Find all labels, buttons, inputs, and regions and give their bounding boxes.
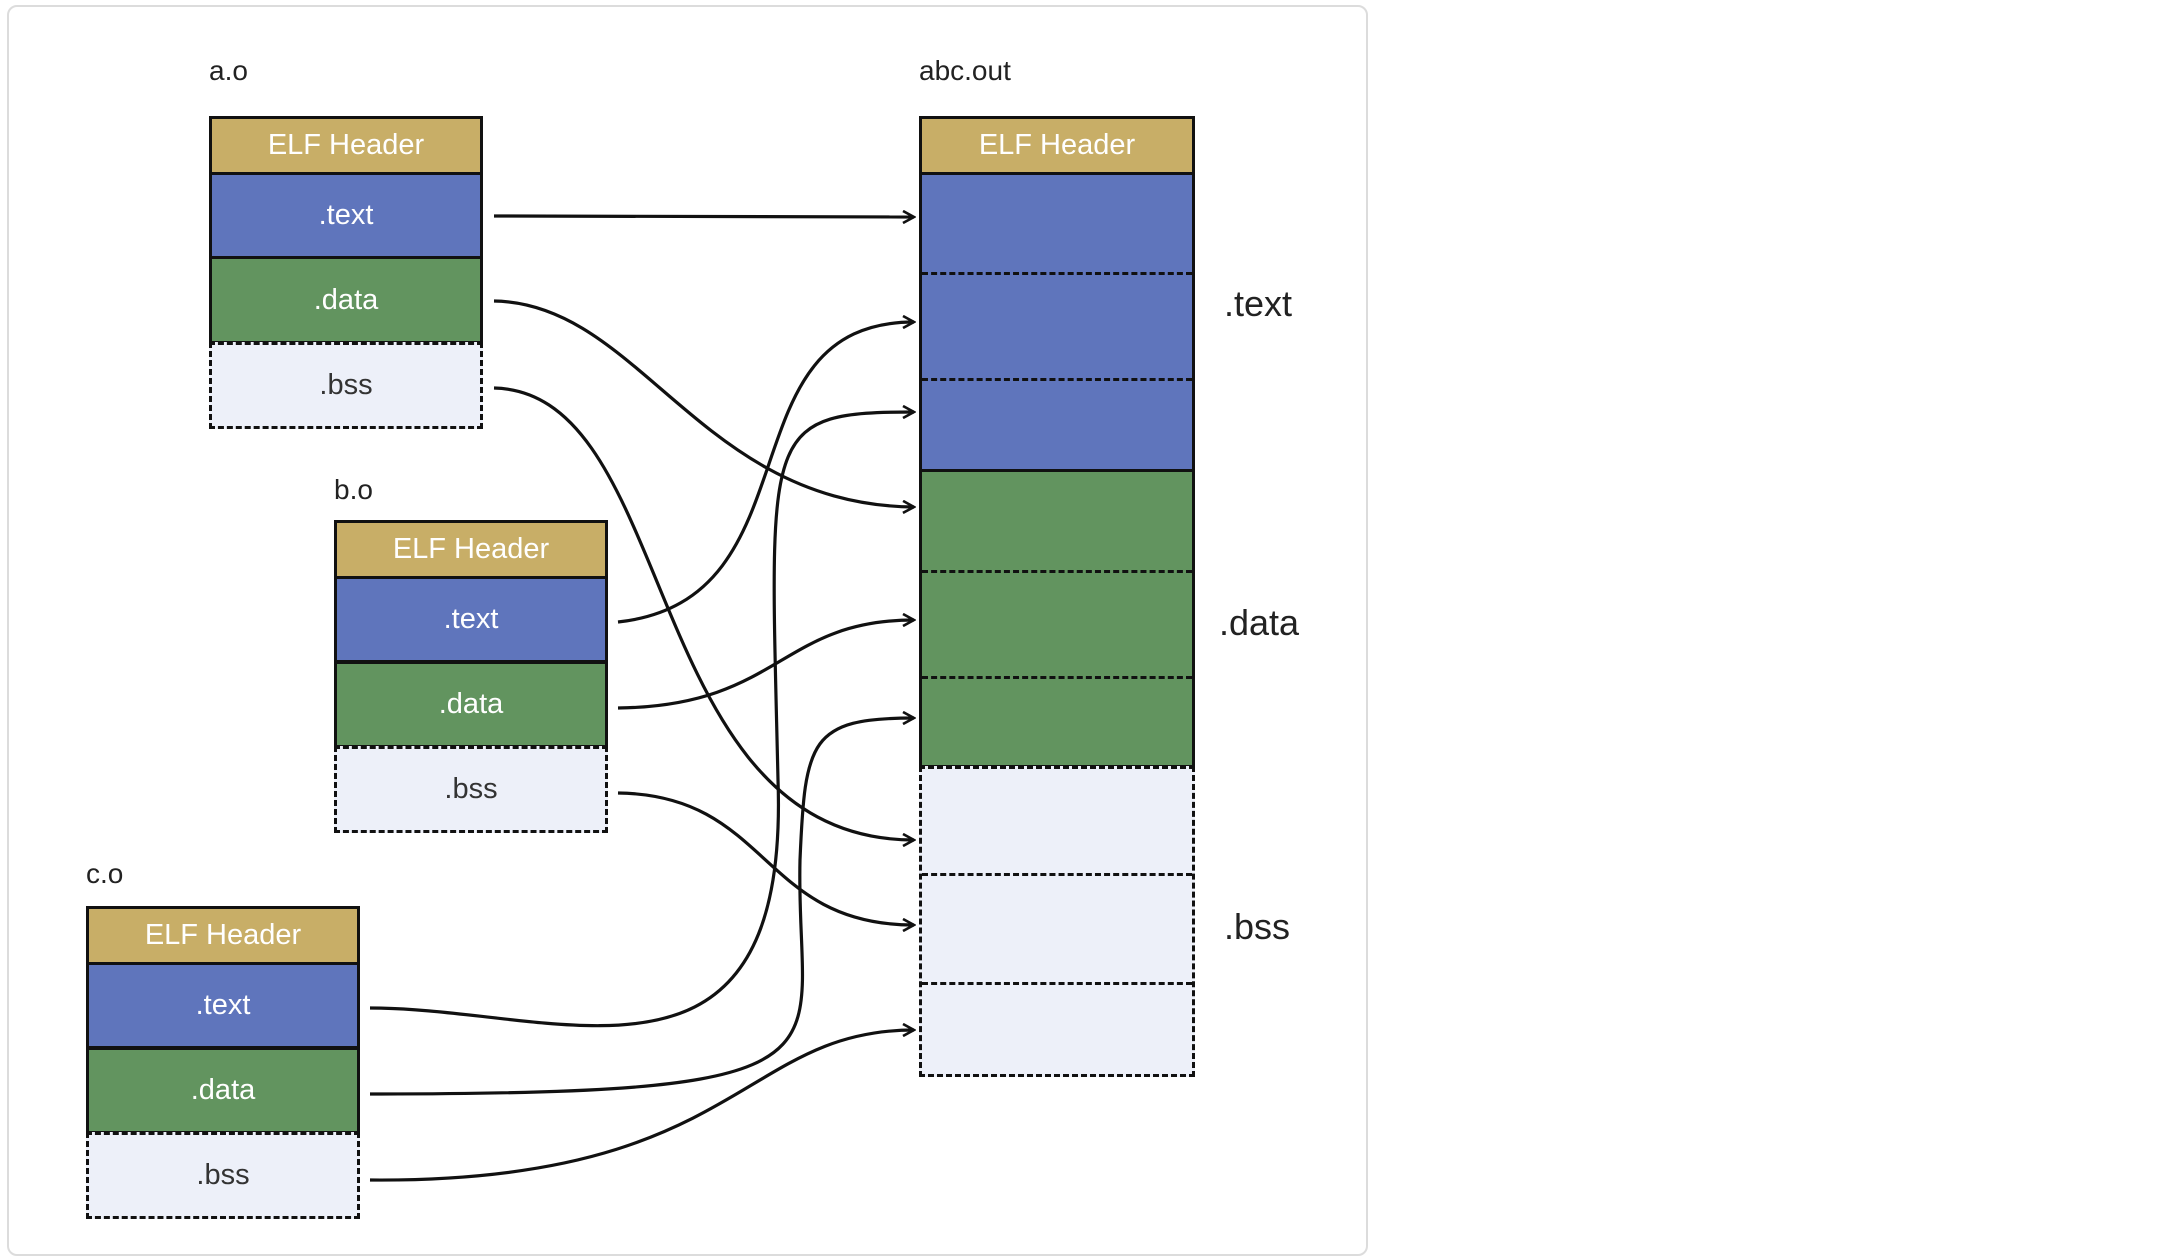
object-title-c: c.o xyxy=(86,858,124,889)
arrow-c-bss xyxy=(369,1030,914,1182)
b-bss-section: .bss xyxy=(334,746,608,833)
out-bss-label: .bss xyxy=(1224,906,1291,947)
arrow-a-text xyxy=(493,216,914,217)
out-bss-divider-2 xyxy=(922,982,1192,985)
out-data-divider-2 xyxy=(922,676,1192,679)
object-title-b: b.o xyxy=(334,474,373,505)
out-text-divider-2 xyxy=(922,378,1192,381)
out-bss-region xyxy=(919,766,1195,1077)
arrow-a-bss xyxy=(493,386,914,840)
arrow-b-text xyxy=(617,322,914,624)
b-data-section: .data xyxy=(334,661,608,748)
arrow-b-data xyxy=(617,620,914,710)
a-bss-section: .bss xyxy=(209,342,483,429)
b-text-section: .text xyxy=(334,576,608,663)
c-elf-header: ELF Header xyxy=(86,906,360,965)
out-text-region xyxy=(919,172,1195,473)
arrow-b-bss xyxy=(617,791,914,925)
a-data-section: .data xyxy=(209,256,483,344)
output-title: abc.out xyxy=(919,55,1011,86)
arrow-c-data xyxy=(369,718,914,1096)
arrow-a-data xyxy=(493,299,914,507)
a-text-section: .text xyxy=(209,172,483,259)
out-data-divider-1 xyxy=(922,570,1192,573)
object-title-a: a.o xyxy=(209,55,248,86)
b-elf-header: ELF Header xyxy=(334,520,608,579)
out-bss-divider-1 xyxy=(922,873,1192,876)
out-data-region xyxy=(919,469,1195,768)
out-text-divider-1 xyxy=(922,272,1192,275)
c-bss-section: .bss xyxy=(86,1132,360,1219)
out-data-label: .data xyxy=(1219,602,1300,643)
arrow-c-text xyxy=(369,412,914,1028)
out-text-label: .text xyxy=(1224,283,1293,324)
